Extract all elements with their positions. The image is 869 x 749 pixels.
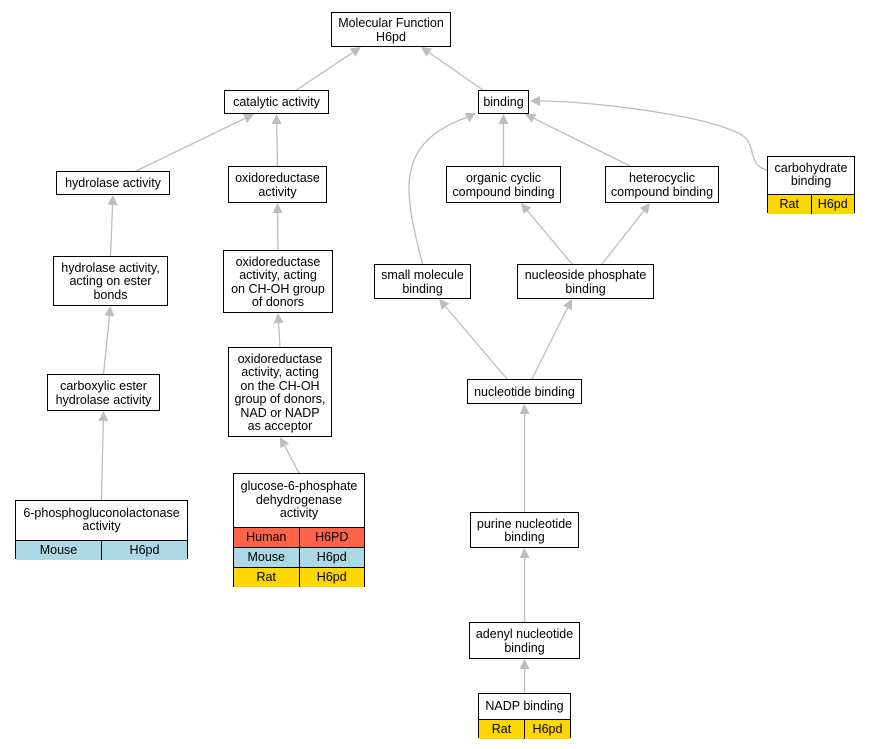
edge-arrowhead [530, 96, 540, 106]
annotation-row: Rat H6pd [768, 193, 855, 214]
gene-cell: H6pd [810, 194, 855, 214]
edge-arrowhead [349, 47, 361, 57]
edge-phosphogluconolactonase-to-carboxylic-ester [100, 420, 104, 501]
term-label: catalytic activity [233, 95, 320, 110]
term-label: organic cyclic compound binding [452, 171, 555, 199]
term-label: oxidoreductase activity, acting on CH-OH… [231, 254, 325, 309]
gene-cell: H6pd [101, 540, 187, 560]
species-cell: Mouse [39, 542, 78, 557]
term-node-nucleotide[interactable]: nucleotide binding [467, 379, 582, 404]
edge-arrowhead [439, 299, 450, 310]
term-label: binding [483, 95, 524, 110]
edge-oxido-nad-to-oxido-choh [277, 322, 281, 348]
edge-nucleoside-phosphate-to-heterocyclic [601, 210, 645, 265]
term-label: adenyl nucleotide binding [475, 627, 574, 655]
edge-arrowhead [563, 299, 572, 311]
term-label: carboxylic ester hydrolase activity [55, 379, 152, 407]
term-label: 6-phosphogluconolactonase activity [23, 505, 180, 534]
edge-arrowhead [519, 404, 530, 414]
term-label: hydrolase activity, acting on ester bond… [61, 260, 160, 302]
species-cell: Mouse [247, 549, 286, 564]
term-node-binding[interactable]: binding [478, 90, 529, 114]
gene-cell: H6pd [524, 719, 570, 739]
term-node-mf[interactable]: Molecular Function H6pd [331, 12, 451, 47]
annotation-row: Mouse H6pd [16, 539, 187, 560]
term-label: oxidoreductase activity [235, 171, 320, 199]
term-label: small molecule binding [381, 268, 464, 296]
term-node-hydrolase[interactable]: hydrolase activity [56, 171, 170, 195]
edge-nucleotide-to-nucleoside-phosphate [531, 307, 569, 380]
term-label: carbohydrate binding [774, 160, 848, 189]
edge-small-molecule-to-binding [408, 116, 469, 265]
gene-cell: H6pd [298, 547, 365, 567]
term-node-small-molecule[interactable]: small molecule binding [374, 264, 471, 299]
edge-arrowhead [98, 411, 109, 422]
edge-hydrolase-to-catalytic [135, 117, 246, 172]
edge-hydrolase-ester-to-hydrolase [109, 204, 114, 257]
edge-binding-to-mf [428, 52, 484, 91]
species-cell: Rat [779, 196, 799, 211]
species-cell: Rat [256, 569, 276, 584]
term-node-hydrolase-ester[interactable]: hydrolase activity, acting on ester bond… [53, 256, 168, 306]
edge-arrowhead [421, 47, 433, 57]
edge-arrowhead [242, 113, 254, 123]
edge-heterocyclic-to-binding [533, 117, 631, 167]
term-node-adenyl[interactable]: adenyl nucleotide binding [469, 622, 580, 659]
edge-arrowhead [525, 113, 537, 123]
gene-cell: H6pd [298, 567, 365, 587]
edge-arrowhead [272, 203, 283, 214]
edge-g6pd-to-oxido-nad [284, 445, 300, 474]
term-node-purine[interactable]: purine nucleotide binding [470, 512, 579, 548]
term-label: purine nucleotide binding [476, 516, 573, 544]
annotation-row: Rat H6pd [234, 566, 365, 587]
term-label: glucose-6-phosphate dehydrogenase activi… [240, 479, 358, 520]
species-cell: Rat [491, 721, 512, 736]
term-label: nucleotide binding [474, 384, 575, 399]
edge-arrowhead [521, 203, 532, 214]
term-label: NADP binding [485, 698, 564, 713]
annotation-row: Mouse H6pd [234, 546, 365, 567]
species-cell: Human [246, 529, 287, 544]
edge-arrowhead [280, 437, 290, 449]
edge-arrowhead [519, 659, 530, 669]
edge-catalytic-to-mf [296, 52, 354, 91]
term-node-nucleoside-phosphate[interactable]: nucleoside phosphate binding [517, 264, 654, 299]
edge-carboxylic-ester-to-hydrolase-ester [102, 315, 111, 375]
edge-arrowhead [464, 113, 476, 122]
edge-arrowhead [498, 114, 509, 124]
term-node-oxido-choh[interactable]: oxidoreductase activity, acting on CH-OH… [223, 250, 333, 313]
edge-oxidoreductase-to-catalytic [276, 123, 279, 167]
edge-nucleotide-to-small-molecule [444, 306, 508, 380]
edge-carbohydrate-to-binding [539, 100, 768, 171]
edge-arrowhead [519, 548, 530, 558]
term-label: heterocyclic compound binding [610, 171, 714, 199]
term-node-catalytic[interactable]: catalytic activity [224, 90, 329, 114]
edge-arrowhead [273, 313, 284, 324]
term-label: Molecular Function H6pd [338, 16, 444, 44]
edge-arrowhead [104, 306, 115, 317]
term-node-oxido-nad[interactable]: oxidoreductase activity, acting on the C… [228, 347, 332, 437]
edge-nucleoside-phosphate-to-organic-cyclic [526, 210, 573, 265]
term-label: oxidoreductase activity, acting on the C… [234, 351, 326, 433]
term-node-heterocyclic[interactable]: heterocyclic compound binding [605, 166, 719, 203]
term-node-organic-cyclic[interactable]: organic cyclic compound binding [446, 166, 561, 203]
edge-arrowhead [107, 195, 118, 206]
annotation-row: Human H6PD [234, 526, 365, 547]
term-node-g6pd[interactable]: glucose-6-phosphate dehydrogenase activi… [233, 473, 365, 587]
annotation-row: Rat H6pd [479, 718, 570, 739]
gene-cell: H6PD [298, 527, 365, 547]
term-node-oxidoreductase[interactable]: oxidoreductase activity [228, 166, 327, 203]
term-label: hydrolase activity [65, 176, 161, 191]
term-label: nucleoside phosphate binding [524, 268, 647, 296]
edge-arrowhead [271, 114, 282, 125]
edge-arrowhead [639, 203, 650, 214]
term-node-carboxylic-ester[interactable]: carboxylic ester hydrolase activity [47, 374, 160, 411]
